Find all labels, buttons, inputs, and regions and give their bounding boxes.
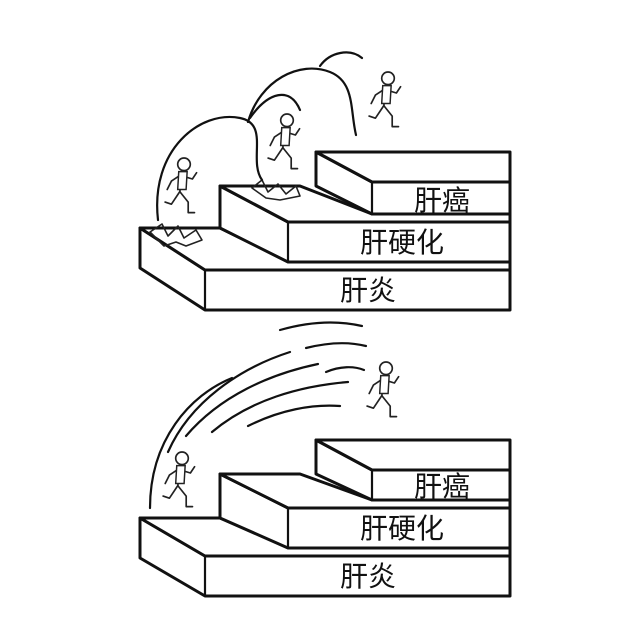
bounce-arc — [318, 51, 364, 68]
step-label-cirrhosis: 肝硬化 — [360, 512, 444, 545]
leap-arc — [246, 404, 342, 428]
runner-figure — [267, 113, 301, 170]
leap-arc — [324, 366, 366, 374]
bounce-arc — [248, 93, 302, 120]
impact-splash — [149, 223, 203, 247]
stairs-top: 肝炎 肝硬化 肝癌 — [138, 51, 512, 312]
runner-figure — [162, 451, 196, 508]
leap-arc — [184, 362, 320, 438]
step-label-hepatitis: 肝炎 — [340, 274, 396, 307]
step-label-hepatitis: 肝炎 — [340, 560, 396, 593]
step-label-liver-cancer: 肝癌 — [414, 470, 470, 503]
leap-arc — [278, 321, 364, 332]
bounce-arc — [246, 67, 358, 137]
leap-arc — [148, 376, 234, 510]
step-hepatitis-top: 肝炎 — [138, 226, 512, 312]
step-label-liver-cancer: 肝癌 — [414, 184, 470, 217]
runner-figure — [164, 157, 198, 214]
leap-arc — [304, 342, 368, 350]
leap-arc — [166, 350, 292, 454]
leap-arc — [210, 380, 350, 434]
step-liver-cancer-bottom: 肝癌 — [314, 438, 512, 503]
bounce-arc — [156, 115, 264, 222]
runner-figure — [366, 361, 400, 418]
step-hepatitis-bottom: 肝炎 — [138, 516, 512, 598]
stairs-bottom: 肝炎 肝硬化 肝癌 — [138, 321, 512, 598]
impact-splash — [251, 179, 301, 201]
step-label-cirrhosis: 肝硬化 — [360, 226, 444, 259]
step-cirrhosis-top: 肝硬化 — [218, 184, 512, 264]
step-liver-cancer-top: 肝癌 — [314, 150, 512, 217]
runner-figure — [368, 71, 402, 128]
